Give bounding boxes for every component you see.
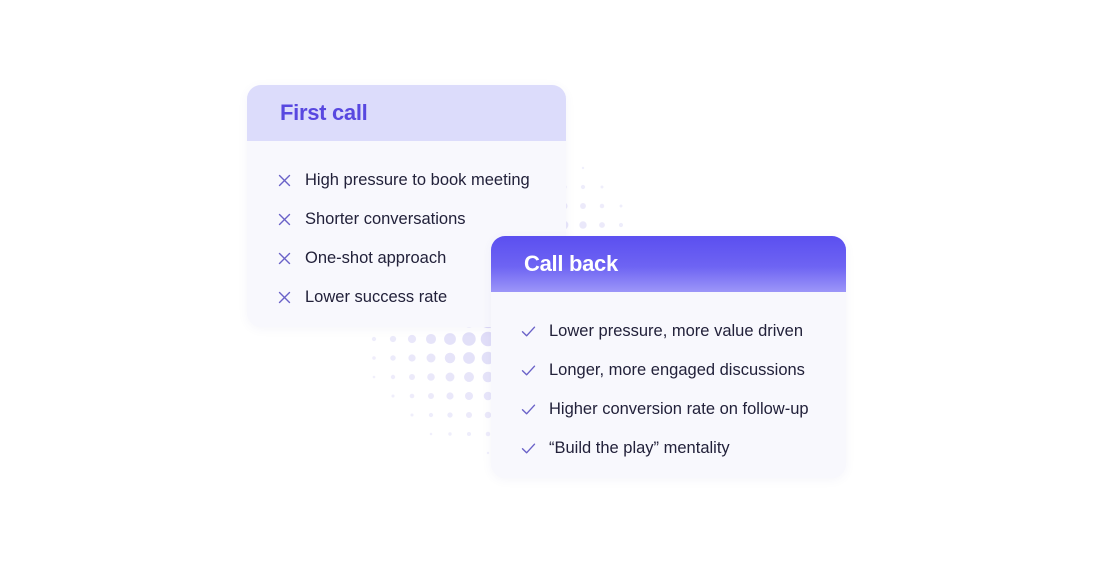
halftone-dot xyxy=(600,185,604,189)
halftone-dot xyxy=(447,412,453,418)
halftone-dot xyxy=(466,431,472,437)
halftone-dot xyxy=(579,221,587,229)
x-icon xyxy=(277,173,292,188)
halftone-dot xyxy=(426,353,436,363)
halftone-dot xyxy=(464,372,474,382)
list-item-text: High pressure to book meeting xyxy=(305,171,530,189)
list-item-text: “Build the play” mentality xyxy=(549,439,730,457)
halftone-dot xyxy=(372,356,376,360)
list-item: Shorter conversations xyxy=(277,200,566,239)
list-item-text: Shorter conversations xyxy=(305,210,466,228)
halftone-dot xyxy=(391,394,395,398)
list-item: Longer, more engaged discussions xyxy=(521,351,846,390)
halftone-dot xyxy=(463,352,475,364)
call-back-header: Call back xyxy=(491,236,846,292)
halftone-dot xyxy=(619,204,623,208)
list-item-text: Lower success rate xyxy=(305,288,448,306)
call-back-list: Lower pressure, more value driven Longer… xyxy=(491,292,846,468)
halftone-dot xyxy=(428,393,434,399)
halftone-dot xyxy=(428,412,434,418)
halftone-dot xyxy=(390,374,396,380)
list-item-text: Longer, more engaged discussions xyxy=(549,361,805,379)
halftone-dot xyxy=(580,203,586,209)
halftone-dot xyxy=(448,432,452,436)
halftone-dot xyxy=(410,413,414,417)
halftone-dot xyxy=(371,336,377,342)
list-item-text: One-shot approach xyxy=(305,249,447,267)
list-item-text: Lower pressure, more value driven xyxy=(549,322,804,340)
call-back-card: Call back Lower pressure, more value dri… xyxy=(491,236,846,478)
halftone-dot xyxy=(599,203,605,209)
list-item-text: Higher conversion rate on follow-up xyxy=(549,400,809,418)
check-icon xyxy=(521,324,536,339)
first-call-title: First call xyxy=(280,100,368,125)
list-item: “Build the play” mentality xyxy=(521,429,846,468)
x-icon xyxy=(277,290,292,305)
halftone-dot xyxy=(465,411,473,419)
halftone-dot xyxy=(372,375,376,379)
halftone-dot xyxy=(581,166,585,170)
halftone-dot xyxy=(482,371,494,383)
call-back-title: Call back xyxy=(524,251,618,276)
halftone-dot xyxy=(444,333,456,345)
halftone-dot xyxy=(462,332,476,346)
halftone-dot xyxy=(446,392,454,400)
halftone-dot xyxy=(485,431,491,437)
halftone-dot xyxy=(407,334,417,344)
first-call-header: First call xyxy=(247,85,566,141)
list-item: Lower success rate xyxy=(277,278,566,317)
list-item: Lower pressure, more value driven xyxy=(521,312,846,351)
halftone-dot xyxy=(580,184,586,190)
halftone-dot xyxy=(409,393,415,399)
check-icon xyxy=(521,363,536,378)
check-icon xyxy=(521,402,536,417)
halftone-dot xyxy=(425,333,437,345)
halftone-dot xyxy=(444,352,456,364)
halftone-dot xyxy=(484,411,492,419)
halftone-dot xyxy=(599,222,605,228)
list-item: High pressure to book meeting xyxy=(277,161,566,200)
list-item: Higher conversion rate on follow-up xyxy=(521,390,846,429)
halftone-dot xyxy=(483,391,493,401)
halftone-dot xyxy=(445,372,455,382)
list-item: One-shot approach xyxy=(277,239,566,278)
halftone-dot xyxy=(618,222,624,228)
x-icon xyxy=(277,212,292,227)
halftone-dot xyxy=(464,391,474,401)
halftone-dot xyxy=(408,354,416,362)
halftone-dot xyxy=(389,335,397,343)
halftone-dot xyxy=(427,373,435,381)
halftone-dot xyxy=(486,451,490,455)
halftone-dot xyxy=(390,355,396,361)
x-icon xyxy=(277,251,292,266)
first-call-list: High pressure to book meeting Shorter co… xyxy=(247,141,566,317)
halftone-dot xyxy=(429,432,433,436)
check-icon xyxy=(521,441,536,456)
halftone-dot xyxy=(408,373,416,381)
